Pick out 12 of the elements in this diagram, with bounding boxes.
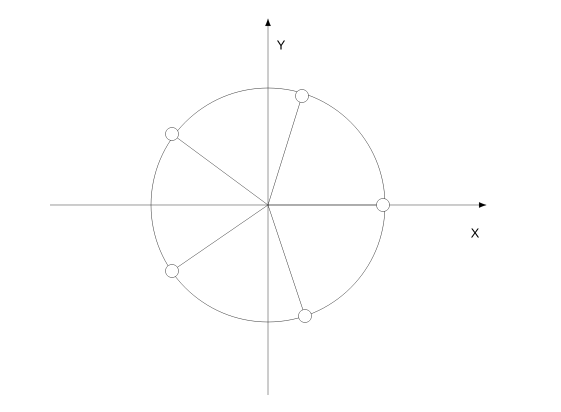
point-marker <box>165 127 179 141</box>
point-marker <box>295 89 309 103</box>
axis-label: Y <box>276 40 286 50</box>
point-marker <box>376 198 390 212</box>
axis-label: X <box>470 228 480 238</box>
point-marker <box>298 309 312 323</box>
point-marker <box>165 264 179 278</box>
radius-line <box>177 204 268 268</box>
radius-line <box>268 102 300 206</box>
radius-line <box>268 204 304 310</box>
radius-line <box>268 204 376 206</box>
radius-line <box>177 138 268 206</box>
